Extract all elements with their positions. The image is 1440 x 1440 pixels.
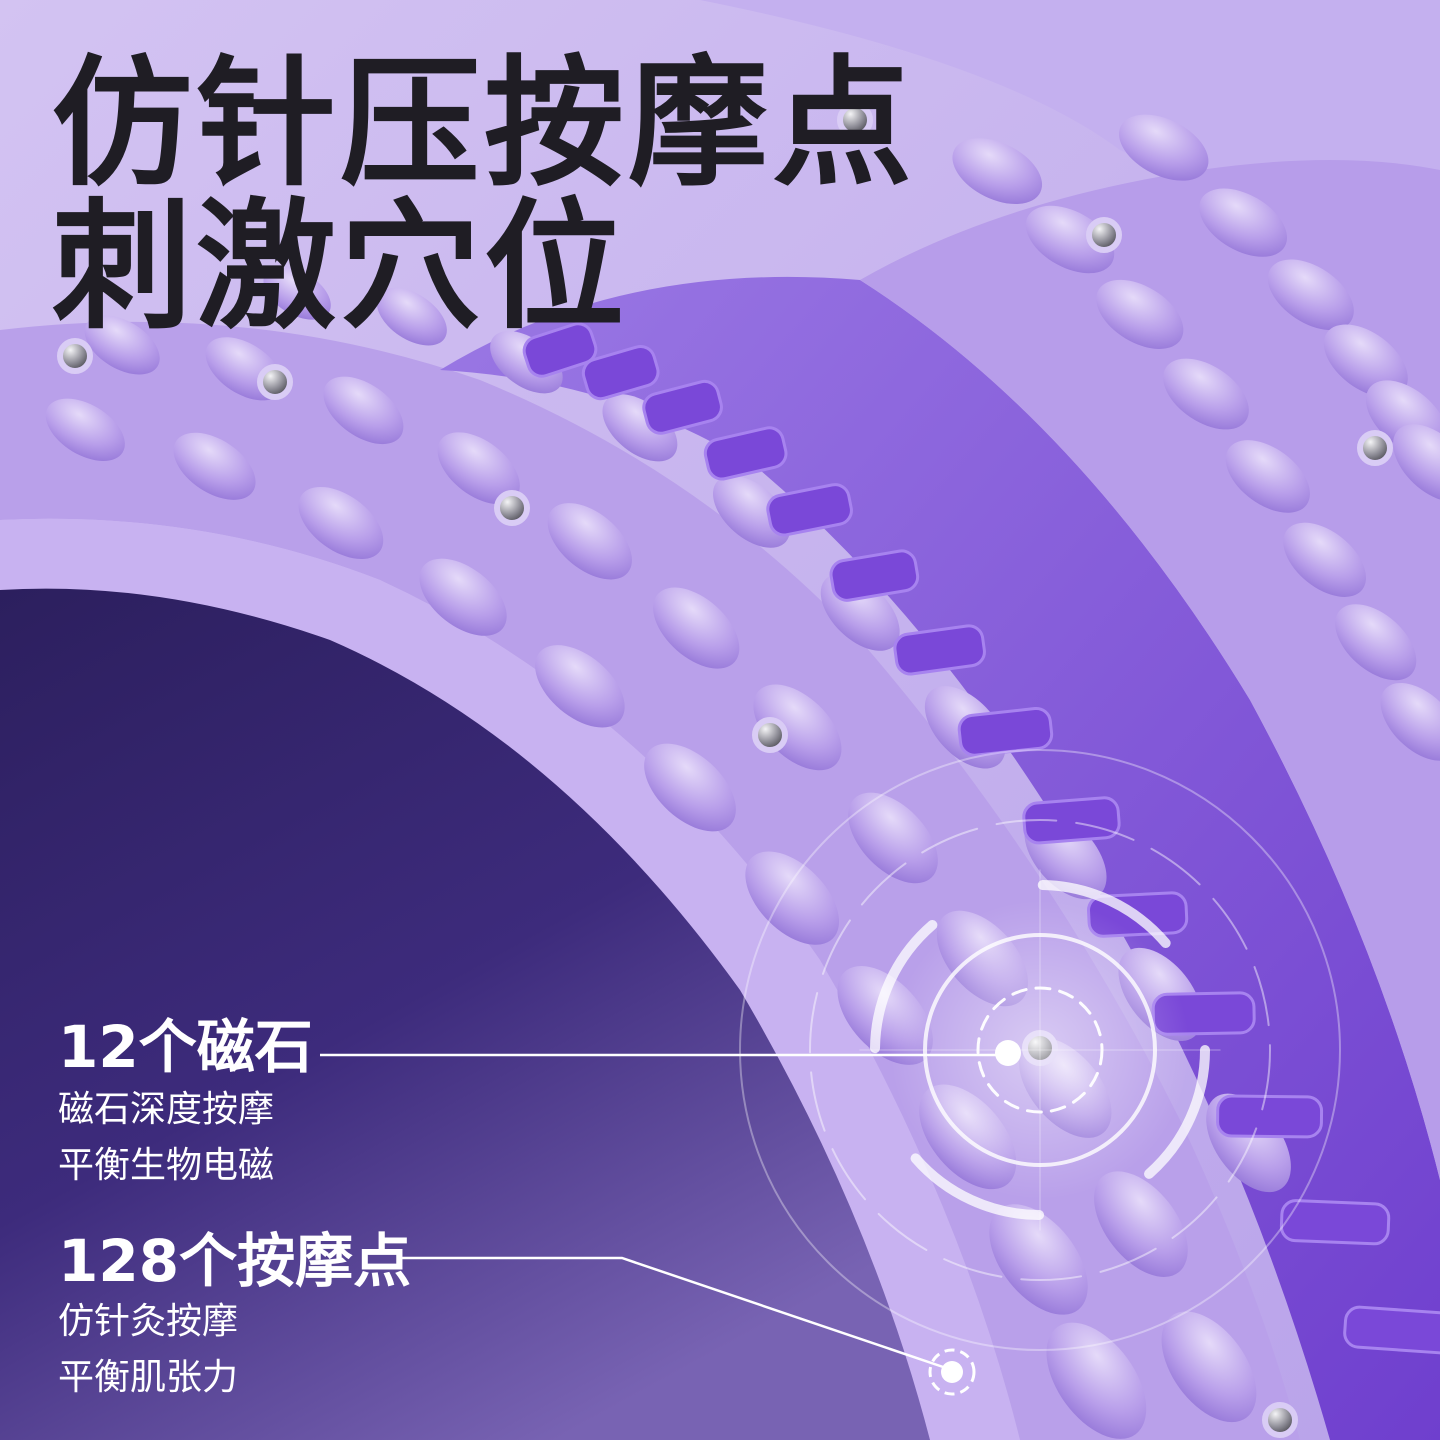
massage-nub	[1335, 604, 1417, 681]
feature-points-line-2: 平衡肌张力	[58, 1357, 239, 1398]
massage-nub	[419, 558, 507, 636]
feature-magnets-line-2: 平衡生物电磁	[58, 1145, 275, 1186]
massage-nub	[1380, 682, 1440, 761]
feature-points-title: 128个按摩点	[58, 1227, 412, 1295]
massage-nub	[653, 587, 740, 669]
strip-ridge	[581, 344, 660, 401]
center-ridges-group	[522, 322, 1440, 1355]
hud-ring-inner	[923, 933, 1157, 1167]
massage-nub	[263, 266, 331, 320]
massage-nub	[298, 486, 384, 560]
strip-ridge	[1216, 1094, 1324, 1139]
massage-nub	[437, 432, 520, 505]
target-hud	[739, 749, 1341, 1351]
massage-nub	[1163, 358, 1249, 430]
strip-ridge	[642, 379, 723, 435]
massage-nub	[989, 1204, 1088, 1315]
hud-ring-outer	[739, 749, 1341, 1351]
massage-nub	[712, 475, 790, 548]
strip-ridge	[703, 426, 788, 481]
strip-ridge	[1022, 796, 1121, 845]
strip-ridge	[766, 483, 853, 537]
strip-ridge	[1279, 1199, 1391, 1246]
massage-nub	[1267, 259, 1354, 331]
massage-nub	[45, 398, 125, 461]
massage-nub	[952, 138, 1043, 205]
massage-nub	[644, 743, 736, 832]
magnet	[1357, 430, 1393, 466]
ring-rim	[0, 518, 1020, 1440]
massage-nub	[547, 503, 632, 580]
feature-magnets-title: 12个磁石	[58, 1013, 313, 1081]
headline-line-1: 仿针压按摩点	[52, 43, 917, 206]
ring-right-band	[860, 160, 1440, 1180]
magnet	[752, 717, 788, 753]
massage-nub	[535, 645, 625, 728]
callout-2-leader	[400, 1256, 976, 1396]
massage-nub	[1283, 522, 1366, 597]
feature-points-desc: 仿针灸按摩 平衡肌张力	[58, 1294, 238, 1406]
ring-inner-hole	[0, 588, 930, 1440]
feature-points-line-1: 仿针灸按摩	[58, 1301, 239, 1342]
strip-ridge	[893, 624, 986, 676]
massage-nub	[376, 287, 447, 346]
massage-nub	[1323, 324, 1408, 398]
feature-magnets-desc: 磁石深度按摩 平衡生物电磁	[58, 1082, 274, 1194]
massage-nub	[84, 315, 160, 375]
hud-ring-arc	[870, 880, 1210, 1220]
magnet	[494, 490, 530, 526]
strip-ridge	[957, 706, 1054, 757]
magnet	[1086, 217, 1122, 253]
massage-nub	[1161, 1311, 1257, 1423]
callout-1-leader	[320, 1040, 1021, 1066]
massage-nub	[1199, 188, 1287, 257]
center-strip	[440, 276, 1440, 1440]
massage-nub	[1094, 1171, 1188, 1277]
massage-nub	[753, 684, 842, 771]
strip-ridge	[522, 322, 598, 378]
massage-nub	[173, 432, 256, 500]
strip-ridge	[1343, 1305, 1440, 1355]
magnet	[257, 364, 293, 400]
strip-ridge	[829, 549, 920, 602]
massage-nub	[1225, 440, 1310, 513]
magnet	[1262, 1402, 1298, 1438]
magnet	[57, 338, 93, 374]
headline-line-2: 刺激穴位	[52, 186, 629, 349]
massage-nub	[745, 851, 840, 945]
hud-ring-dashed	[976, 986, 1104, 1114]
magnet	[837, 102, 873, 138]
massage-nub	[1393, 424, 1440, 502]
hud-glow	[890, 900, 1190, 1200]
massage-nub	[1119, 114, 1209, 181]
massage-nub	[848, 792, 938, 884]
massage-nub	[323, 376, 404, 445]
hud-ring-mid	[809, 819, 1271, 1281]
massage-nub	[1046, 1322, 1147, 1439]
magnets-group	[57, 102, 1393, 1438]
massage-nub	[1096, 279, 1184, 349]
feature-magnets-line-1: 磁石深度按摩	[58, 1089, 275, 1130]
